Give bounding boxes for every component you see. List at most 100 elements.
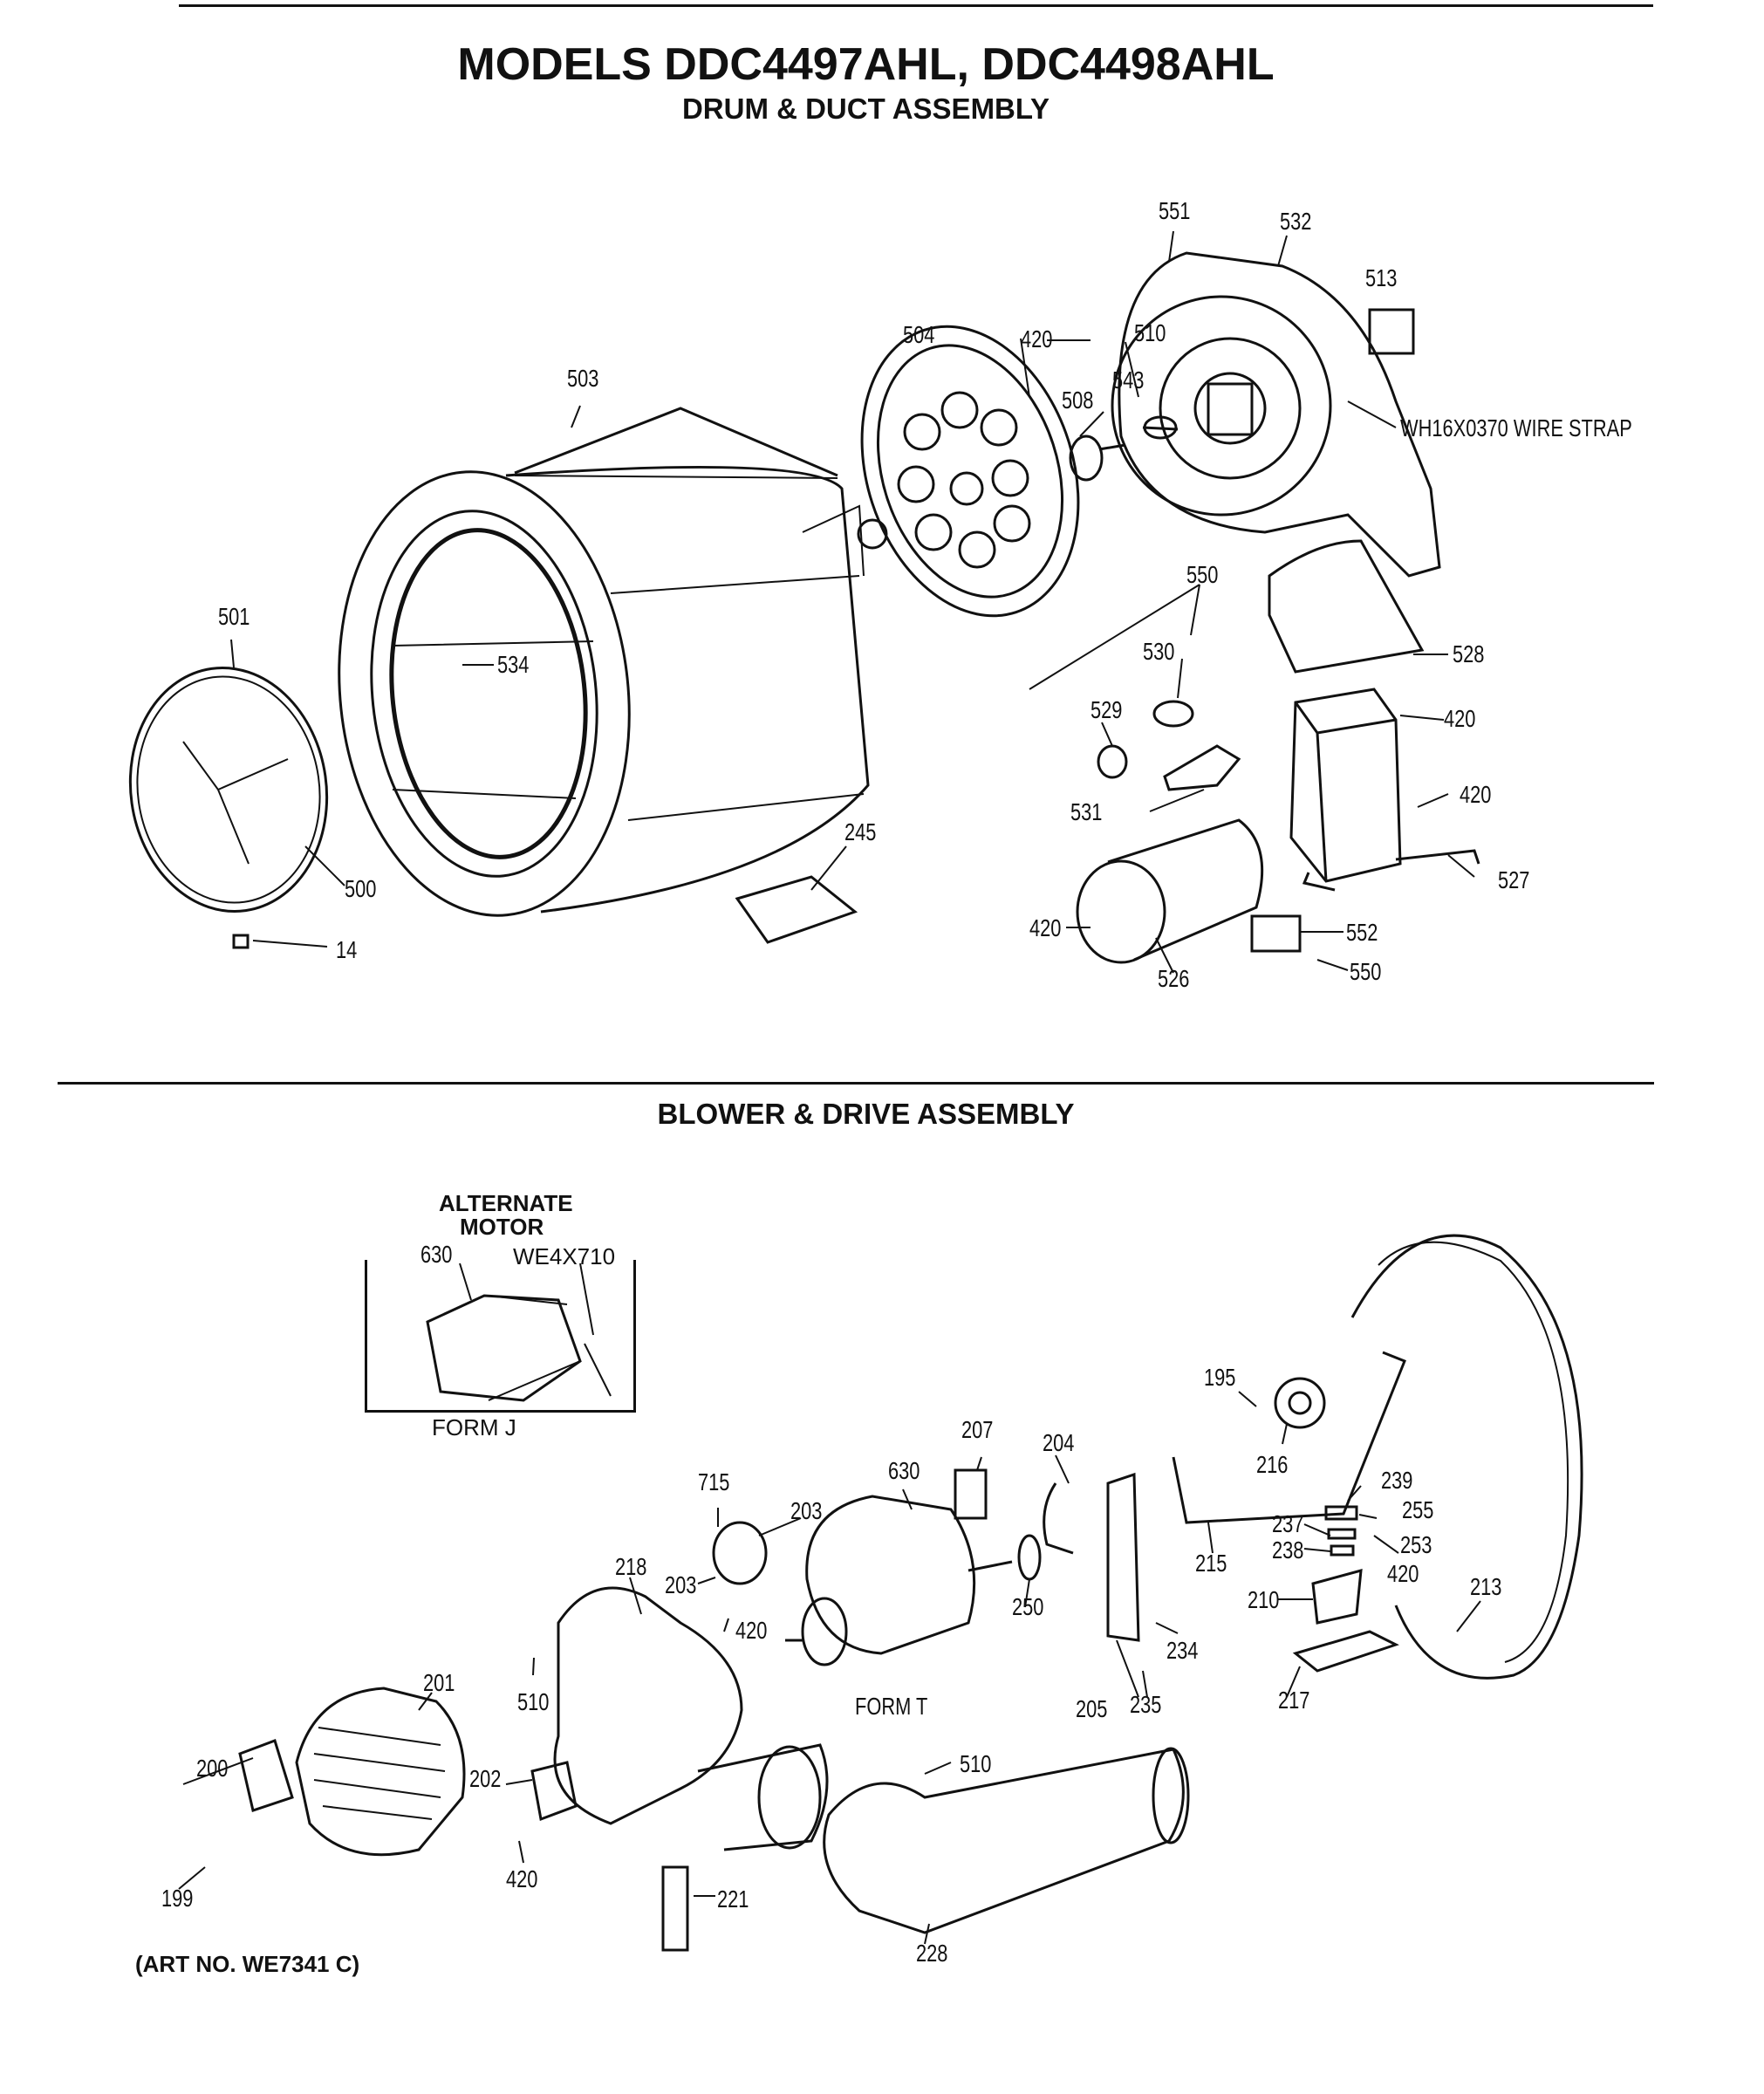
idler-arm [1172, 1351, 1406, 1524]
switch-207 [954, 1468, 988, 1520]
label-204: 204 [1043, 1429, 1075, 1456]
label-420-e: 420 [1387, 1560, 1419, 1587]
pulley [1274, 1377, 1326, 1429]
bearing [1069, 435, 1104, 482]
label-552: 552 [1346, 919, 1378, 946]
label-238: 238 [1272, 1536, 1304, 1564]
label-420-c: 420 [1460, 781, 1492, 808]
label-529: 529 [1091, 696, 1123, 723]
bracket-531 [1163, 744, 1241, 791]
label-532: 532 [1280, 208, 1312, 235]
label-wire-strap: WH16X0370 WIRE STRAP [1400, 414, 1632, 441]
drum [338, 407, 870, 917]
label-218: 218 [615, 1553, 647, 1580]
label-551: 551 [1159, 197, 1191, 224]
front-seal-ring [128, 666, 329, 914]
label-199: 199 [161, 1885, 194, 1912]
label-237: 237 [1272, 1510, 1304, 1537]
label-550-b: 550 [1350, 958, 1382, 985]
label-203-b: 203 [665, 1571, 697, 1598]
label-503: 503 [567, 365, 599, 392]
label-530: 530 [1143, 638, 1175, 665]
alternate-motor-drawing [426, 1294, 612, 1402]
label-203-a: 203 [790, 1497, 823, 1524]
inset-heading-line1: ALTERNATE [439, 1190, 573, 1216]
label-253: 253 [1400, 1531, 1432, 1558]
art-number: (ART NO. WE7341 C) [135, 1951, 360, 1977]
thermostat [1250, 914, 1302, 953]
label-420-g: 420 [506, 1865, 538, 1892]
plate-217 [1292, 1630, 1399, 1673]
alternate-motor-inset [365, 1260, 636, 1413]
label-420-a: 420 [1021, 325, 1053, 352]
label-543: 543 [1112, 366, 1145, 393]
label-420-b: 420 [1444, 705, 1476, 732]
drive-belt [1350, 1234, 1583, 1680]
page-title: MODELS DDC4497AHL, DDC4498AHL [457, 39, 1275, 90]
label-228: 228 [916, 1940, 948, 1967]
heater [1076, 818, 1264, 964]
section-title-drum-duct: DRUM & DUCT ASSEMBLY [681, 92, 1050, 125]
exhaust-duct [823, 1747, 1190, 1934]
rear-bulkhead [857, 325, 1080, 618]
top-rule [179, 4, 1653, 7]
fuse-530 [1152, 700, 1194, 728]
inset-heading-line2: MOTOR [460, 1214, 544, 1240]
label-528: 528 [1453, 640, 1485, 667]
label-501: 501 [218, 603, 250, 630]
heater-bracket [1289, 688, 1480, 892]
label-195: 195 [1204, 1364, 1236, 1391]
label-201: 201 [423, 1669, 455, 1696]
label-245: 245 [844, 818, 877, 845]
section-title-blower-drive: BLOWER & DRIVE ASSEMBLY [657, 1098, 1075, 1130]
blower-wheel [295, 1687, 466, 1857]
label-210: 210 [1248, 1586, 1280, 1613]
label-527: 527 [1498, 866, 1530, 893]
part-255 [1324, 1505, 1358, 1521]
label-534: 534 [497, 651, 530, 678]
label-250: 250 [1012, 1593, 1044, 1620]
inset-form-label: FORM J [432, 1414, 516, 1440]
label-205: 205 [1076, 1695, 1108, 1722]
label-510-b: 510 [517, 1688, 550, 1715]
label-500: 500 [345, 875, 377, 902]
motor-strap [712, 1521, 768, 1585]
part-202 [530, 1761, 578, 1822]
label-202: 202 [469, 1765, 502, 1792]
label-207: 207 [961, 1416, 994, 1443]
label-420-f: 420 [735, 1617, 768, 1644]
label-239: 239 [1381, 1467, 1413, 1494]
panel-245 [735, 875, 858, 944]
label-510-a: 510 [1134, 319, 1166, 346]
screen-221 [661, 1865, 689, 1952]
plate [1368, 308, 1415, 355]
duct [1268, 539, 1425, 674]
blower-housing [1111, 251, 1441, 578]
label-221: 221 [717, 1885, 749, 1913]
label-216: 216 [1256, 1451, 1289, 1478]
label-234: 234 [1166, 1637, 1199, 1664]
label-630: 630 [888, 1457, 920, 1484]
blower-housing-218 [553, 1586, 829, 1851]
bracket-210 [1311, 1568, 1363, 1625]
label-526: 526 [1158, 965, 1190, 992]
label-217: 217 [1278, 1687, 1310, 1714]
thermostat-529 [1097, 744, 1128, 779]
label-255: 255 [1402, 1496, 1434, 1523]
section-divider [58, 1082, 1654, 1085]
label-508: 508 [1062, 387, 1094, 414]
label-550-a: 550 [1186, 561, 1219, 588]
inset-label-630: 630 [420, 1241, 453, 1268]
inset-label-we4x710: WE4X710 [513, 1243, 616, 1269]
clip-204 [1043, 1482, 1074, 1555]
label-200: 200 [196, 1755, 229, 1782]
label-715: 715 [698, 1468, 730, 1495]
label-504: 504 [903, 321, 935, 348]
label-510-c: 510 [960, 1750, 992, 1777]
drive-motor [785, 1495, 1042, 1666]
label-215: 215 [1195, 1550, 1227, 1577]
label-531: 531 [1070, 798, 1103, 825]
label-513: 513 [1365, 264, 1398, 291]
bracket-200 [238, 1739, 294, 1812]
